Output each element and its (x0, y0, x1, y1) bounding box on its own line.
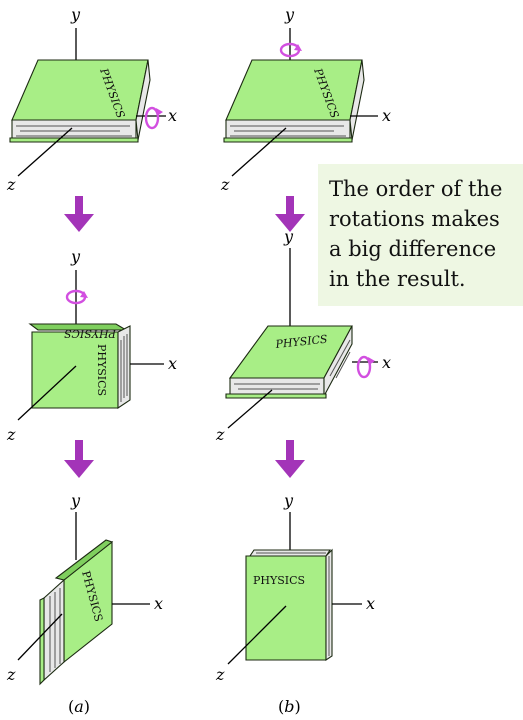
z-axis-a3 (17, 613, 63, 661)
y-label-b1: y (284, 5, 295, 24)
book-a1: PHYSICS (9, 59, 151, 143)
note-line-2: rotations makes (329, 207, 500, 231)
z-label-a3: z (6, 665, 16, 684)
z-axis-b2 (227, 389, 273, 429)
z-axis-a2 (17, 365, 77, 421)
book-title-a2: PHYSICS (95, 344, 108, 396)
book-b1: PHYSICS (223, 59, 365, 143)
down-arrow-b1 (275, 196, 305, 232)
caption-a: (a) (68, 697, 90, 716)
rotation-icon-y-b1 (279, 42, 302, 58)
note-line-1: The order of the (329, 177, 503, 201)
column-a: y PHYSICS x z (6, 5, 177, 716)
column-b: y PHYSICS x z (215, 5, 391, 716)
stage-a3: y PHYSICS x z (6, 491, 163, 686)
stage-a1: y PHYSICS x z (6, 5, 177, 194)
down-arrow-a1 (64, 196, 94, 232)
caption-b: (b) (278, 697, 301, 716)
y-label-a1: y (70, 5, 81, 24)
book-title-b3: PHYSICS (253, 574, 305, 587)
book-b3: PHYSICS (245, 548, 333, 662)
y-label-b3: y (283, 491, 294, 510)
rotation-icon-x-b2 (356, 355, 375, 379)
note-line-4: in the result. (329, 267, 466, 291)
down-arrow-a2 (64, 440, 94, 478)
x-label-b3: x (366, 594, 375, 613)
note-box: The order of the rotations makes a big d… (318, 164, 523, 306)
y-label-a2: y (70, 247, 81, 266)
stage-b3: y PHYSICS x z (215, 491, 375, 684)
z-label-b1: z (220, 175, 230, 194)
z-axis-a1 (17, 127, 73, 177)
x-label-a1: x (168, 106, 177, 125)
rotation-icon-y-a2 (65, 289, 88, 305)
y-label-b2: y (283, 227, 294, 246)
note-line-3: a big difference (329, 237, 497, 261)
z-label-a1: z (6, 175, 16, 194)
x-label-b2: x (382, 353, 391, 372)
x-label-a3: x (154, 594, 163, 613)
book-title-b2: PHYSICS (274, 333, 329, 352)
book-a3: PHYSICS (39, 539, 114, 686)
stage-b2: y PHYSICS x z (215, 227, 391, 444)
z-label-b3: z (215, 665, 225, 684)
x-label-b1: x (382, 106, 391, 125)
stage-a2: y PHYSICS PHYSICS x z (6, 247, 177, 444)
z-label-b2: z (215, 425, 225, 444)
book-a2: PHYSICS PHYSICS (28, 323, 131, 410)
book-b2: PHYSICS (225, 325, 353, 399)
z-axis-b3 (227, 605, 287, 665)
rotation-icon-x-a1 (144, 106, 163, 130)
z-label-a2: z (6, 425, 16, 444)
z-axis-b1 (231, 127, 287, 177)
x-label-a2: x (168, 354, 177, 373)
y-label-a3: y (70, 491, 81, 510)
book-spine-title-a2: PHYSICS (63, 327, 117, 340)
stage-b1: y PHYSICS x z (220, 5, 391, 194)
down-arrow-b2 (275, 440, 305, 478)
